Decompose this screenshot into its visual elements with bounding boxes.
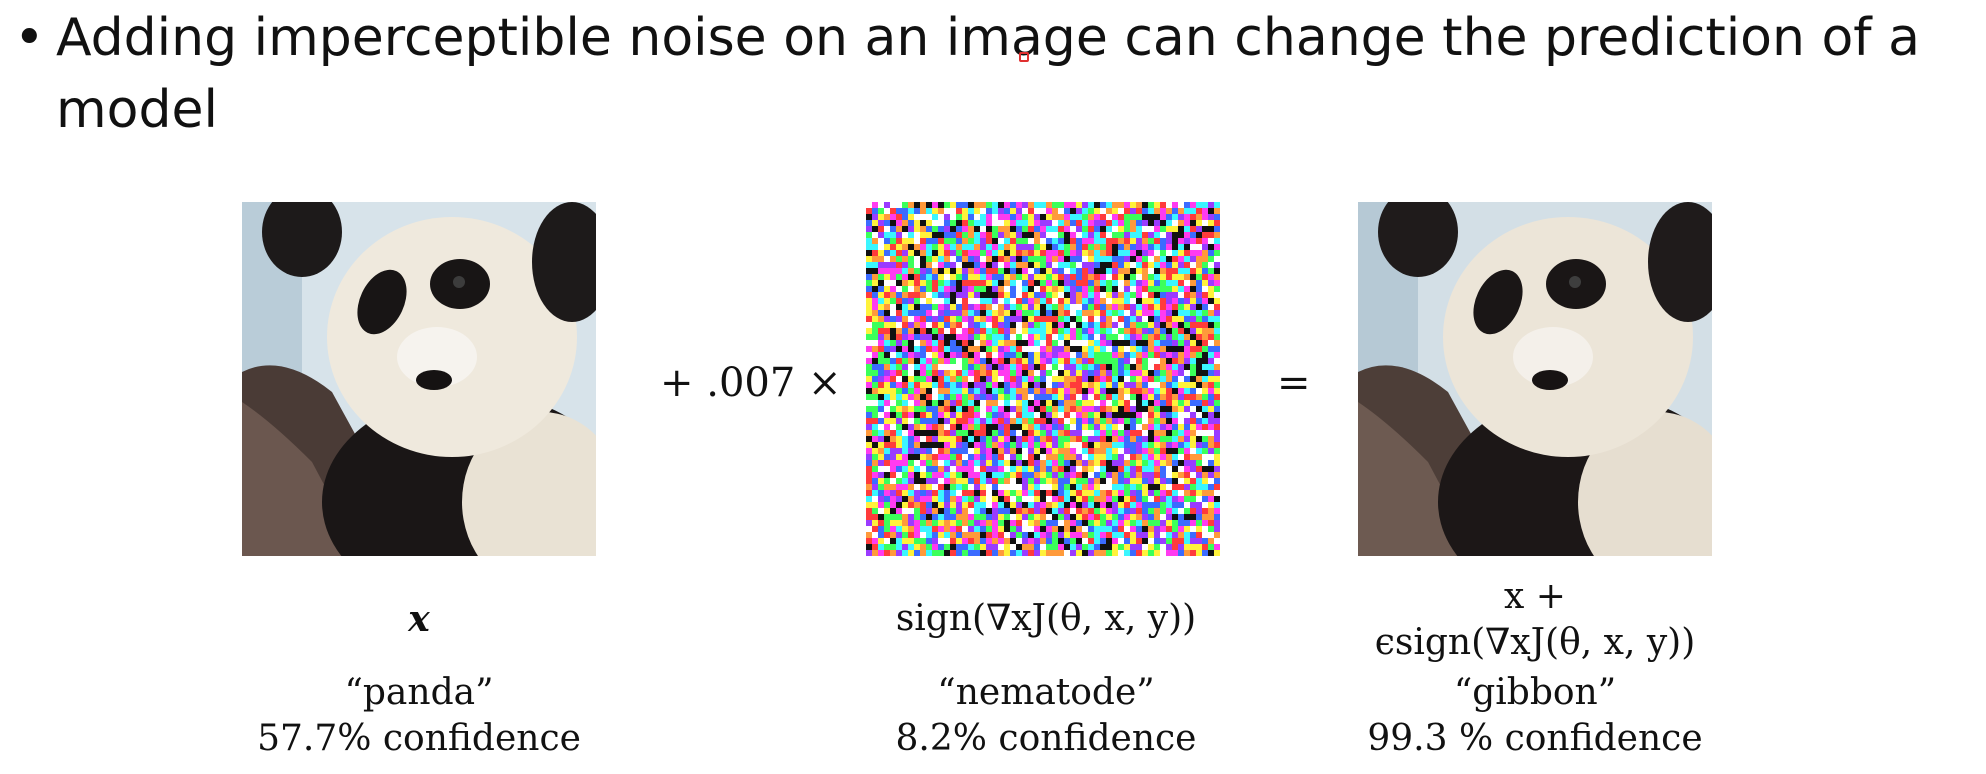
panda-image [242, 202, 596, 556]
adversarial-symbol-line2: ϵsign(∇xJ(θ, x, y)) [1374, 622, 1696, 663]
adversarial-confidence: 99.3 % confidence [1367, 718, 1703, 759]
equals-operator: = [1277, 360, 1311, 406]
noise-label: “nematode” [937, 672, 1155, 713]
noise-confidence: 8.2% confidence [895, 718, 1197, 759]
adversarial-label: “gibbon” [1453, 672, 1617, 713]
panda-confidence: 57.7% confidence [257, 718, 581, 759]
noise-symbol: sign(∇xJ(θ, x, y)) [895, 598, 1197, 639]
adversarial-symbol-line1: x + [1504, 576, 1566, 617]
plus-scale-operator: + .007 × [660, 360, 842, 406]
panda-label: “panda” [344, 672, 494, 713]
x-symbol: x [408, 598, 430, 640]
panda-symbol: x [219, 596, 619, 643]
noise-image [866, 202, 1220, 556]
pointer-marker [1019, 52, 1029, 62]
adversarial-panda-image [1358, 202, 1712, 556]
bullet-marker: • [14, 8, 45, 68]
bullet-text: Adding imperceptible noise on an image c… [56, 8, 1920, 140]
